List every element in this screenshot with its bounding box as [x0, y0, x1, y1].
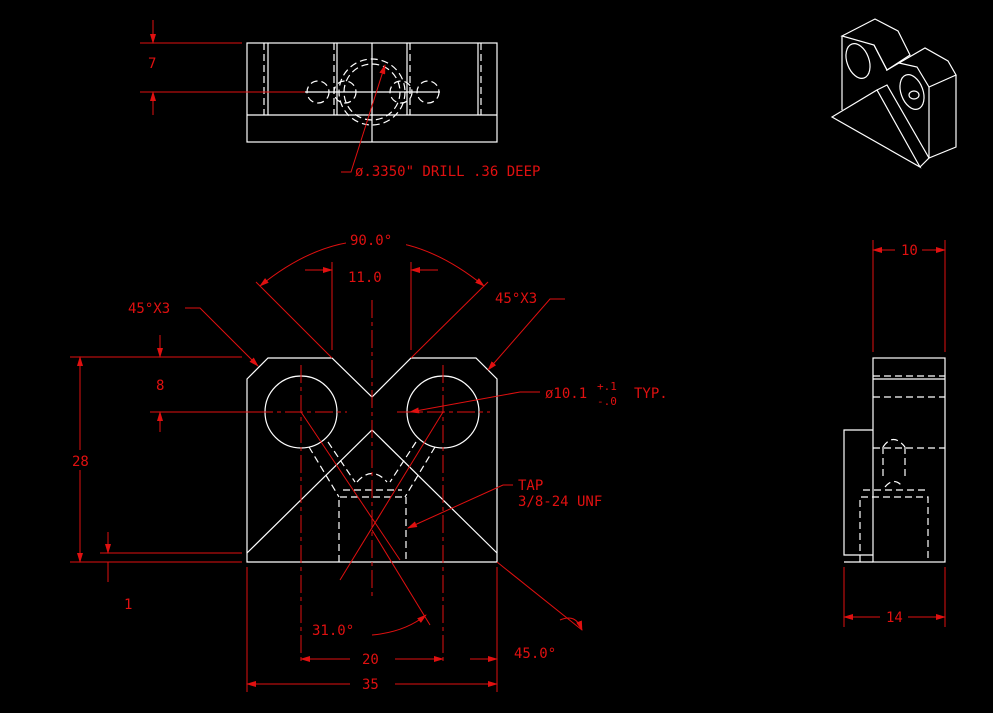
dim-height-28: 28 — [72, 454, 89, 470]
dim-hole-offset-8: 8 — [156, 378, 164, 394]
tap-note-2: 3/8-24 UNF — [518, 494, 602, 510]
dim-top-height: 7 — [148, 56, 156, 72]
hole-tol-minus: -.0 — [597, 395, 617, 408]
top-view: 7 ø.3350" DRILL .36 DEEP — [140, 20, 540, 180]
hole-tol-plus: +.1 — [597, 380, 617, 393]
drill-note: ø.3350" DRILL .36 DEEP — [355, 164, 540, 180]
dim-width-35: 35 — [362, 677, 379, 693]
dim-angle-45: 45.0° — [514, 646, 556, 662]
chamfer-right-note: 45°X3 — [495, 291, 537, 307]
hole-note-typ: TYP. — [634, 386, 668, 402]
tap-note-1: TAP — [518, 478, 543, 494]
dim-hole-spacing-20: 20 — [362, 652, 379, 668]
side-view: 10 14 — [843, 240, 946, 627]
dim-depth-10: 10 — [901, 243, 918, 259]
dim-angle-31: 31.0° — [312, 623, 354, 639]
dim-depth-14: 14 — [886, 610, 903, 626]
dim-base-1: 1 — [124, 597, 132, 613]
hole-note: ø10.1 — [545, 386, 587, 402]
isometric-view — [830, 18, 957, 169]
dim-angle-90: 90.0° — [350, 233, 392, 249]
dim-width-11: 11.0 — [348, 270, 382, 286]
front-view: 90.0° 11.0 45°X3 45°X3 28 8 1 ø10.1 +.1 … — [70, 230, 668, 693]
chamfer-left-note: 45°X3 — [128, 301, 170, 317]
